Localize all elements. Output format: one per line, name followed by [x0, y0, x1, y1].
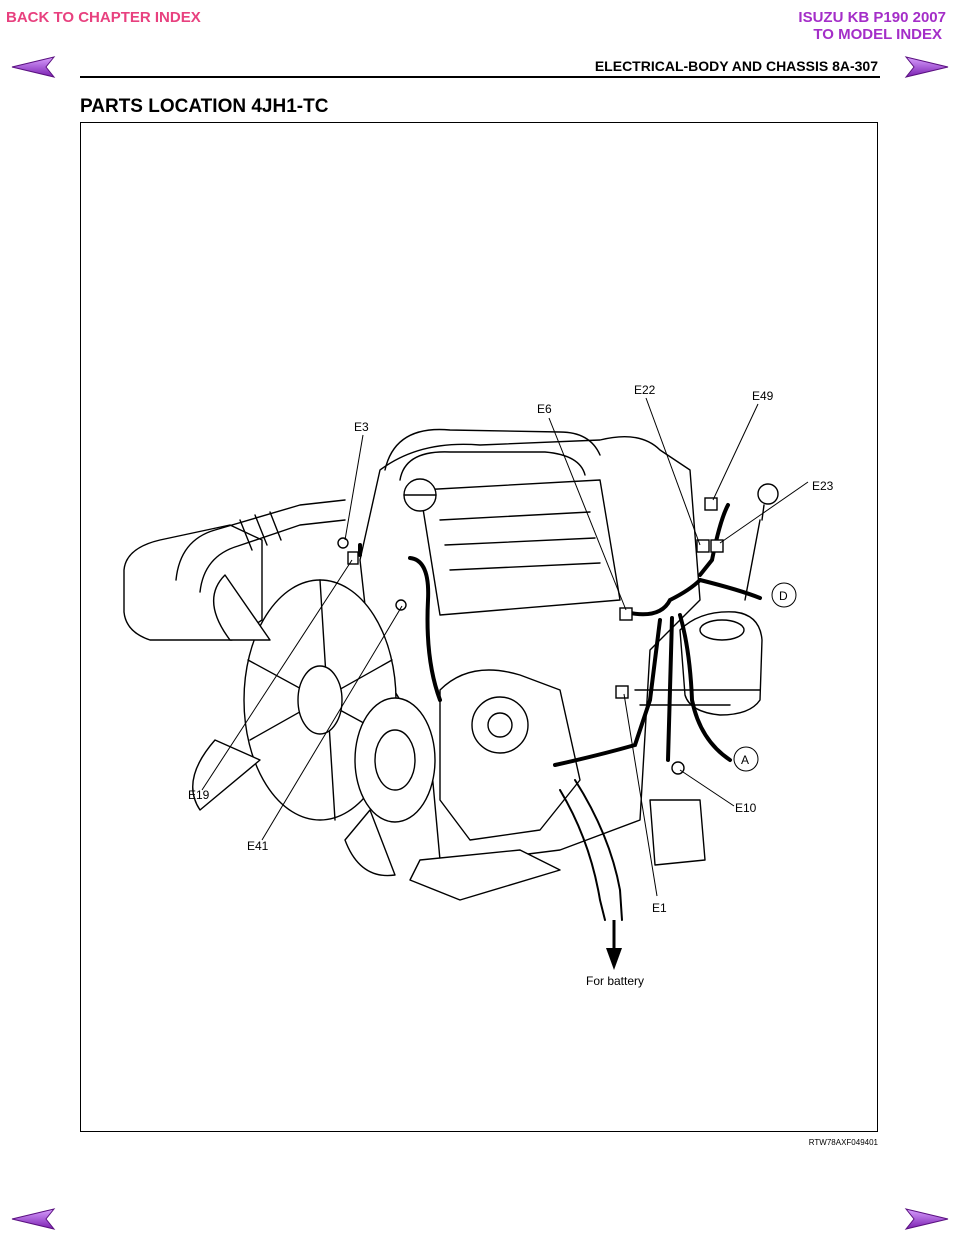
model-brand-label: ISUZU KB P190 2007 — [798, 9, 946, 26]
back-to-chapter-index-link[interactable]: BACK TO CHAPTER INDEX — [6, 9, 201, 26]
next-page-arrow-icon[interactable] — [904, 54, 950, 80]
callout-e19: E19 — [188, 788, 210, 802]
to-model-index-link[interactable]: TO MODEL INDEX — [813, 26, 942, 43]
prev-page-arrow-icon[interactable] — [10, 54, 56, 80]
callout-e1: E1 — [652, 901, 667, 915]
callout-for-battery: For battery — [586, 974, 644, 988]
running-head: ELECTRICAL-BODY AND CHASSIS 8A-307 — [594, 58, 878, 74]
callout-e3: E3 — [354, 420, 369, 434]
callout-e23: E23 — [812, 479, 834, 493]
callout-circle-d — [771, 582, 797, 608]
callout-a: A — [741, 753, 749, 767]
callout-d: D — [779, 589, 788, 603]
callout-e10: E10 — [735, 801, 757, 815]
callout-e6: E6 — [537, 402, 552, 416]
figure-frame — [80, 122, 878, 1132]
callout-circle-a — [733, 746, 759, 772]
figure-code: RTW78AXF049401 — [808, 1138, 878, 1147]
callout-e22: E22 — [634, 383, 656, 397]
next-page-arrow-icon-bottom[interactable] — [904, 1206, 950, 1232]
callout-e49: E49 — [752, 389, 774, 403]
header-rule — [80, 76, 880, 78]
prev-page-arrow-icon-bottom[interactable] — [10, 1206, 56, 1232]
callout-e41: E41 — [247, 839, 269, 853]
battery-arrow-icon — [606, 920, 622, 970]
section-title: PARTS LOCATION 4JH1-TC — [80, 96, 329, 117]
